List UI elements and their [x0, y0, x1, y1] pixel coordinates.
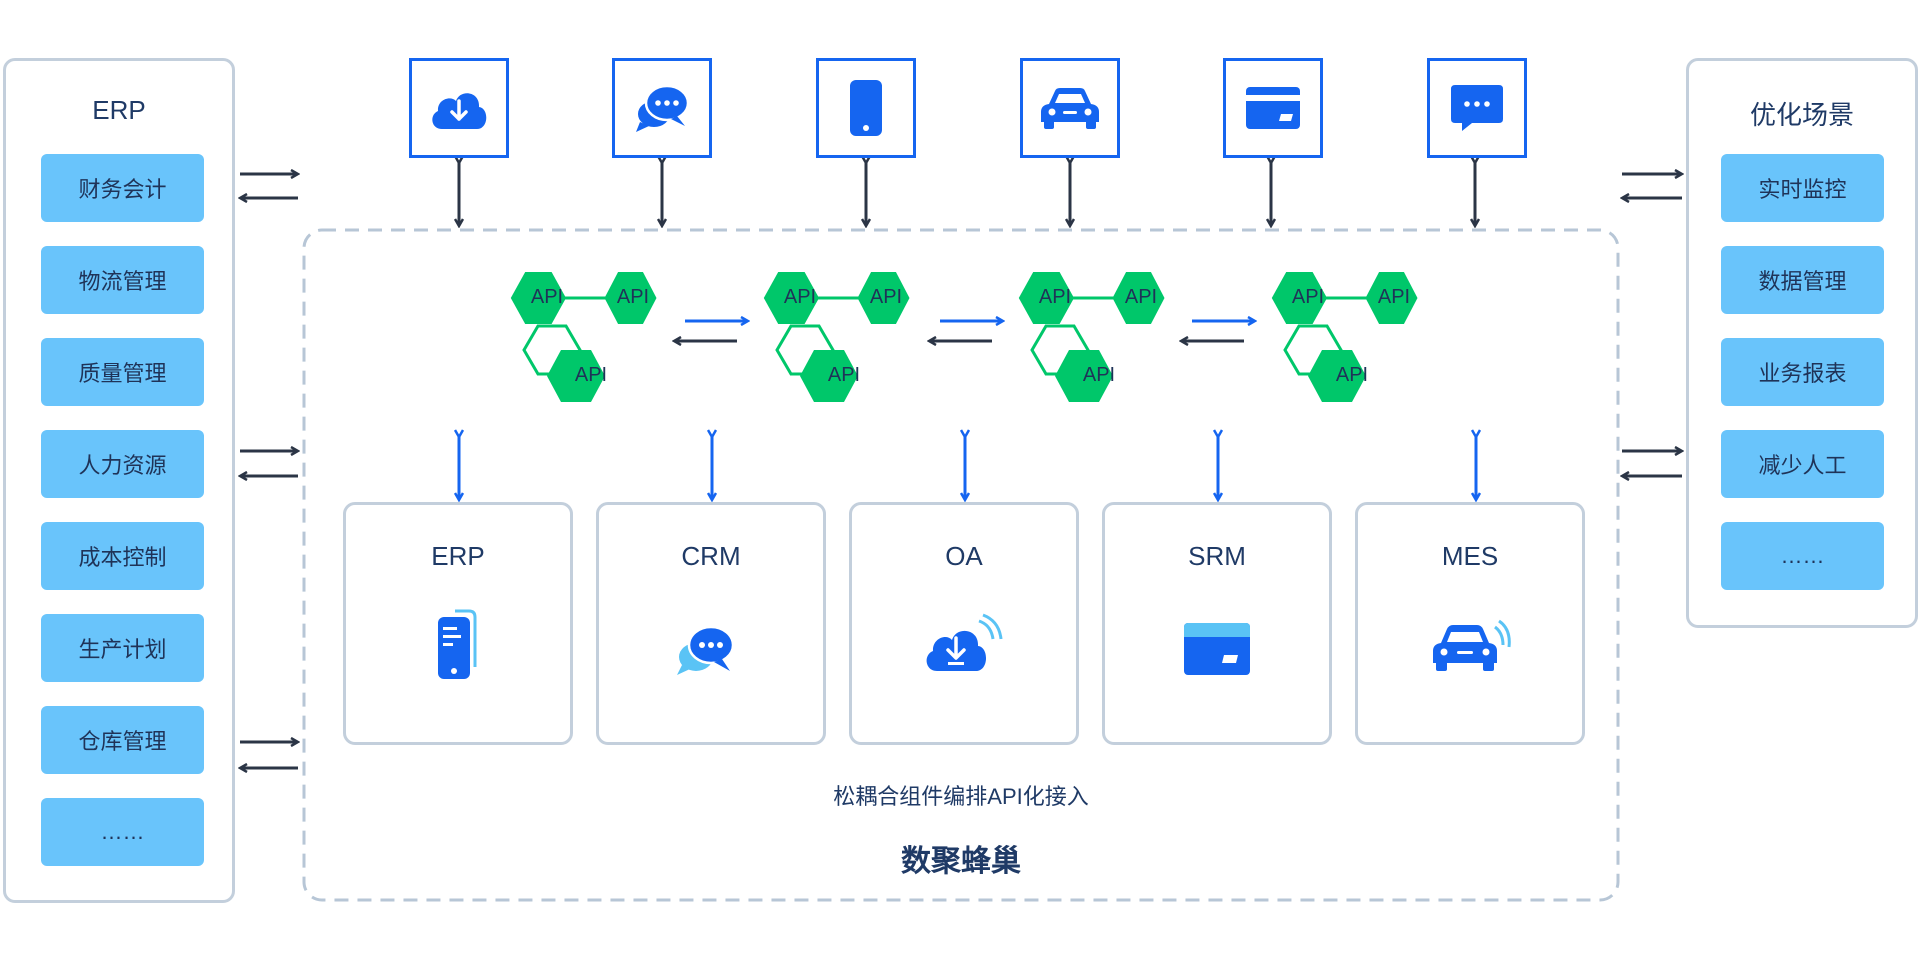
chat-bubbles-icon	[677, 625, 735, 675]
api-label: API	[783, 286, 817, 308]
api-label: API	[1377, 286, 1411, 308]
api-cluster: API API API	[759, 268, 914, 408]
api-cluster: API API API	[1014, 268, 1169, 408]
module-item-hr[interactable]: 人力资源	[41, 430, 204, 498]
system-card-oa[interactable]: OA	[849, 502, 1079, 745]
mobile-phone-icon	[850, 80, 882, 136]
scenario-item-monitoring[interactable]: 实时监控	[1721, 154, 1884, 222]
message-icon	[1451, 85, 1503, 131]
api-label: API	[1082, 364, 1116, 386]
scenario-item-reports[interactable]: 业务报表	[1721, 338, 1884, 406]
scenario-item-reduce-labor[interactable]: 减少人工	[1721, 430, 1884, 498]
top-node-cloud[interactable]	[409, 58, 509, 158]
api-hex	[1271, 272, 1327, 324]
mobile-phone-icon	[438, 609, 477, 679]
top-vertical-arrows	[459, 163, 1475, 226]
api-label: API	[1124, 286, 1158, 308]
api-cluster: API API API	[506, 268, 661, 408]
system-name: SRM	[1188, 541, 1246, 571]
api-hex	[510, 272, 566, 324]
api-hex	[1308, 350, 1366, 402]
system-name: OA	[945, 541, 983, 571]
top-node-chat[interactable]	[612, 58, 712, 158]
erp-module-panel: ERP 财务会计 物流管理 质量管理 人力资源 成本控制 生产计划 仓库管理 ……	[3, 58, 235, 903]
module-item-quality[interactable]: 质量管理	[41, 338, 204, 406]
top-node-mobile[interactable]	[816, 58, 916, 158]
panel-title: ERP	[92, 95, 146, 125]
cloud-download-icon	[926, 613, 1003, 671]
card-icon	[1184, 623, 1250, 675]
cloud-download-icon	[432, 93, 487, 129]
panel-title: 优化场景	[1749, 100, 1854, 130]
system-vertical-arrows	[459, 437, 1476, 500]
api-label: API	[1335, 364, 1369, 386]
car-icon	[1041, 88, 1099, 129]
api-hex	[547, 350, 605, 402]
hub-boundary	[302, 228, 1620, 902]
api-label: API	[827, 364, 861, 386]
optimization-scenario-panel: 优化场景 实时监控 数据管理 业务报表 减少人工 ……	[1686, 58, 1918, 628]
right-exchange-arrows	[1622, 174, 1682, 476]
api-label: API	[869, 286, 903, 308]
api-hex	[1055, 350, 1113, 402]
api-hex	[1018, 272, 1074, 324]
system-name: CRM	[681, 541, 741, 571]
system-card-crm[interactable]: CRM	[596, 502, 826, 745]
api-label: API	[1291, 286, 1325, 308]
api-hex	[857, 272, 910, 324]
api-hex	[1112, 272, 1165, 324]
module-item-more[interactable]: ……	[41, 798, 204, 866]
scenario-item-data-management[interactable]: 数据管理	[1721, 246, 1884, 314]
system-name: MES	[1441, 541, 1499, 571]
top-node-card[interactable]	[1223, 58, 1323, 158]
system-card-mes[interactable]: MES	[1355, 502, 1585, 745]
api-cluster: API API API	[1267, 268, 1422, 408]
left-exchange-arrows	[240, 174, 298, 768]
module-item-finance[interactable]: 财务会计	[41, 154, 204, 222]
chat-bubbles-icon	[636, 84, 690, 132]
cluster-link-arrows	[674, 321, 1255, 341]
system-card-srm[interactable]: SRM	[1102, 502, 1332, 745]
hub-name: 数聚蜂巢	[901, 845, 1021, 878]
module-item-cost[interactable]: 成本控制	[41, 522, 204, 590]
hub-caption: 松耦合组件编排API化接入	[833, 784, 1089, 809]
car-icon	[1433, 619, 1511, 671]
api-hex	[604, 272, 657, 324]
scenario-item-more[interactable]: ……	[1721, 522, 1884, 590]
module-item-warehouse[interactable]: 仓库管理	[41, 706, 204, 774]
api-label: API	[574, 364, 608, 386]
system-card-erp[interactable]: ERP	[343, 502, 573, 745]
card-icon	[1246, 87, 1300, 129]
api-label: API	[530, 286, 564, 308]
module-item-production[interactable]: 生产计划	[41, 614, 204, 682]
api-hex	[763, 272, 819, 324]
module-item-logistics[interactable]: 物流管理	[41, 246, 204, 314]
api-label: API	[616, 286, 650, 308]
top-node-message[interactable]	[1427, 58, 1527, 158]
api-hex	[1365, 272, 1418, 324]
api-label: API	[1038, 286, 1072, 308]
system-name: ERP	[431, 541, 485, 571]
top-node-car[interactable]	[1020, 58, 1120, 158]
api-hex	[800, 350, 858, 402]
